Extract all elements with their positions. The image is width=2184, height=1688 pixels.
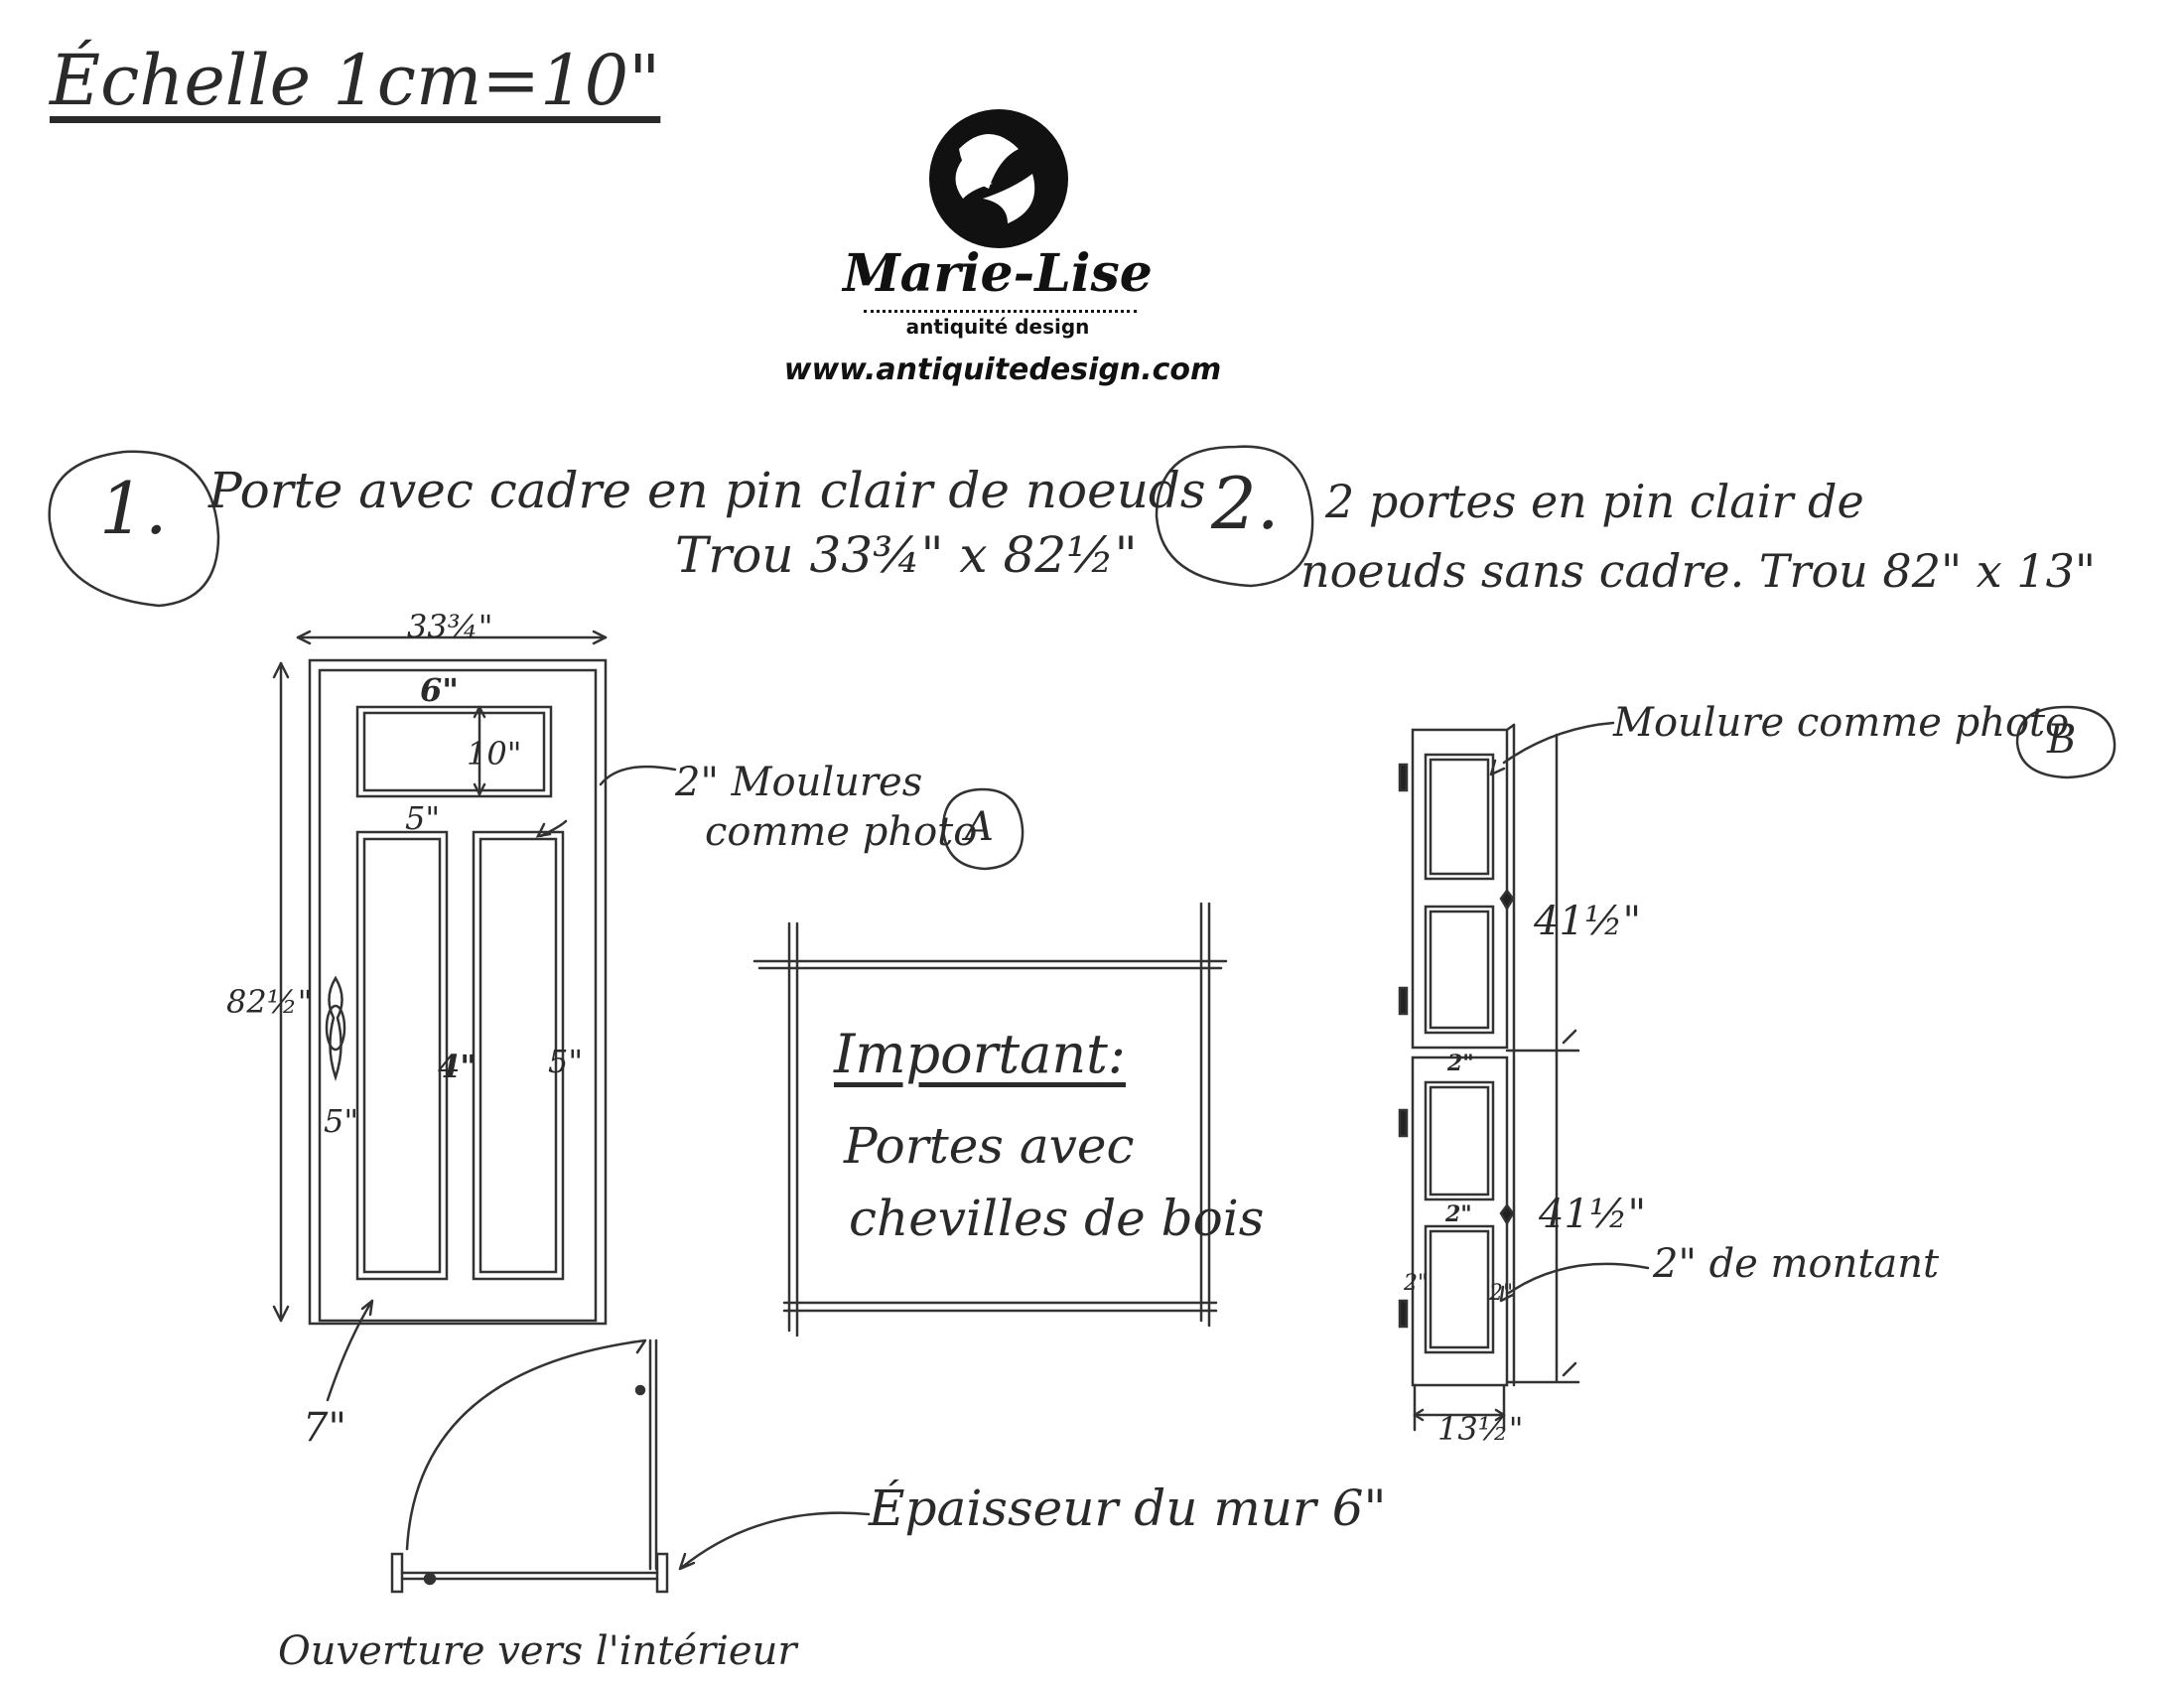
stile-note: 2" de montant bbox=[1653, 1241, 1940, 1287]
wall-thickness-note: Épaisseur du mur 6" bbox=[869, 1479, 1387, 1537]
section2-circle bbox=[1155, 445, 1314, 588]
moulding-note-a-line1: 2" Moulures bbox=[675, 760, 923, 805]
door1-mid-rail-label: 5" bbox=[405, 799, 441, 837]
door1-center-stile-label: 4" bbox=[438, 1048, 477, 1085]
logo-url: www.antiquitedesign.com bbox=[783, 352, 1222, 387]
section1-number: 1. bbox=[99, 467, 168, 550]
moulding-note-b: Moulure comme photo bbox=[1613, 700, 2070, 746]
important-title: Important: bbox=[834, 1023, 1126, 1085]
door2-elevation bbox=[1398, 721, 1650, 1432]
opening-note: Ouverture vers l'intérieur bbox=[278, 1628, 797, 1674]
photo-a-label: A bbox=[965, 804, 994, 850]
door1-elevation bbox=[272, 630, 677, 1402]
door2-rail-b-label: 2" bbox=[1445, 1201, 1472, 1227]
section2-number: 2. bbox=[1211, 462, 1280, 545]
door1-top-rail-label: 6" bbox=[420, 671, 459, 709]
logo-tagline: antiquité design bbox=[905, 315, 1090, 339]
section2-title: 2 portes en pin clair de bbox=[1325, 475, 1864, 528]
door1-top-panel-label: 10" bbox=[467, 735, 522, 773]
door2-stile-left-label: 2" bbox=[1404, 1271, 1429, 1296]
moulding-note-a-line2: comme photo bbox=[705, 809, 978, 855]
logo-name: Marie-Lise bbox=[843, 243, 1153, 304]
door1-left-stile-label: 5" bbox=[324, 1102, 359, 1140]
door2-width-label: 13½" bbox=[1437, 1410, 1524, 1448]
section1-subtitle: Trou 33¾" x 82½" bbox=[675, 526, 1138, 584]
logo-divider bbox=[864, 310, 1137, 313]
door2-lower-height-label: 41½" bbox=[1539, 1192, 1647, 1237]
door2-stile-right-label: 2" bbox=[1489, 1281, 1514, 1306]
important-line2: chevilles de bois bbox=[849, 1190, 1265, 1247]
important-box bbox=[752, 902, 1228, 1337]
section2-subtitle: noeuds sans cadre. Trou 82" x 13" bbox=[1300, 544, 2097, 598]
door2-rail-a-label: 2" bbox=[1447, 1051, 1474, 1076]
section1-title: Porte avec cadre en pin clair de noeuds bbox=[208, 462, 1206, 519]
photo-b-label: B bbox=[2047, 717, 2077, 763]
photo-a-circle bbox=[941, 787, 1024, 871]
important-line1: Portes avec bbox=[844, 1117, 1135, 1175]
door1-width-label: 33¾" bbox=[407, 608, 493, 645]
door1-bottom-rail-label: 7" bbox=[303, 1405, 346, 1451]
door1-height-label: 82½" bbox=[226, 983, 313, 1021]
scale-title: Échelle 1cm=10" bbox=[50, 40, 661, 121]
door2-upper-height-label: 41½" bbox=[1534, 899, 1642, 944]
logo-emblem bbox=[929, 109, 1068, 248]
door1-right-stile-label: 5" bbox=[548, 1043, 584, 1080]
photo-b-circle bbox=[2015, 705, 2116, 779]
door1-plan-view bbox=[390, 1338, 871, 1594]
section1-circle bbox=[48, 450, 220, 608]
